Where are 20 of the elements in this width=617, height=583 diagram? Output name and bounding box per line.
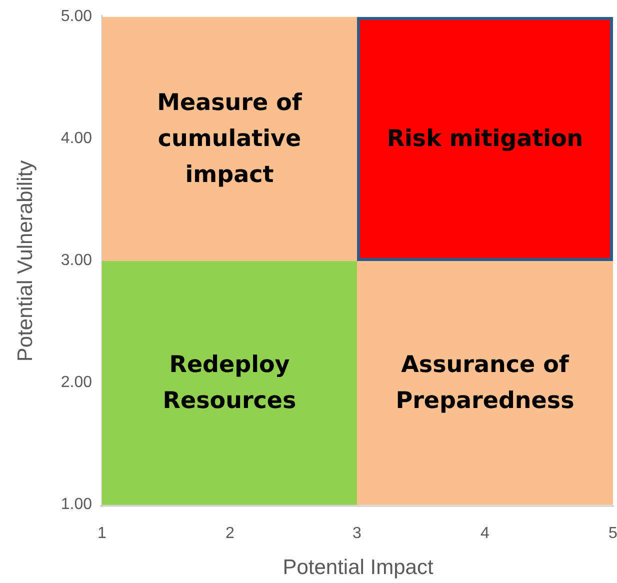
quadrant-label: Measure of cumulative impact xyxy=(156,89,304,190)
quadrant-label: Assurance of Preparedness xyxy=(394,351,576,416)
quadrant-box xyxy=(357,261,613,505)
x-tick-label: 1 xyxy=(98,525,106,543)
x-tick-label: 5 xyxy=(608,525,617,543)
y-tick-label: 3.00 xyxy=(60,252,92,270)
y-tick-label: 5.00 xyxy=(60,8,92,26)
y-tick-label: 2.00 xyxy=(60,374,92,392)
y-axis-title: Potential Vulnerability xyxy=(14,160,38,362)
quadrant-box xyxy=(102,261,357,505)
quadrant-label: Redeploy Resources xyxy=(162,351,298,416)
y-tick-label: 1.00 xyxy=(60,496,92,514)
quadrant-label: Risk mitigation xyxy=(386,125,584,154)
y-tick-label: 4.00 xyxy=(60,130,92,148)
quadrant-box xyxy=(102,17,357,261)
quadrant-box xyxy=(357,17,613,261)
x-tick-label: 3 xyxy=(352,525,362,543)
x-tick-label: 2 xyxy=(226,525,234,543)
x-axis-title: Potential Impact xyxy=(282,556,434,580)
x-tick-label: 4 xyxy=(480,525,490,543)
